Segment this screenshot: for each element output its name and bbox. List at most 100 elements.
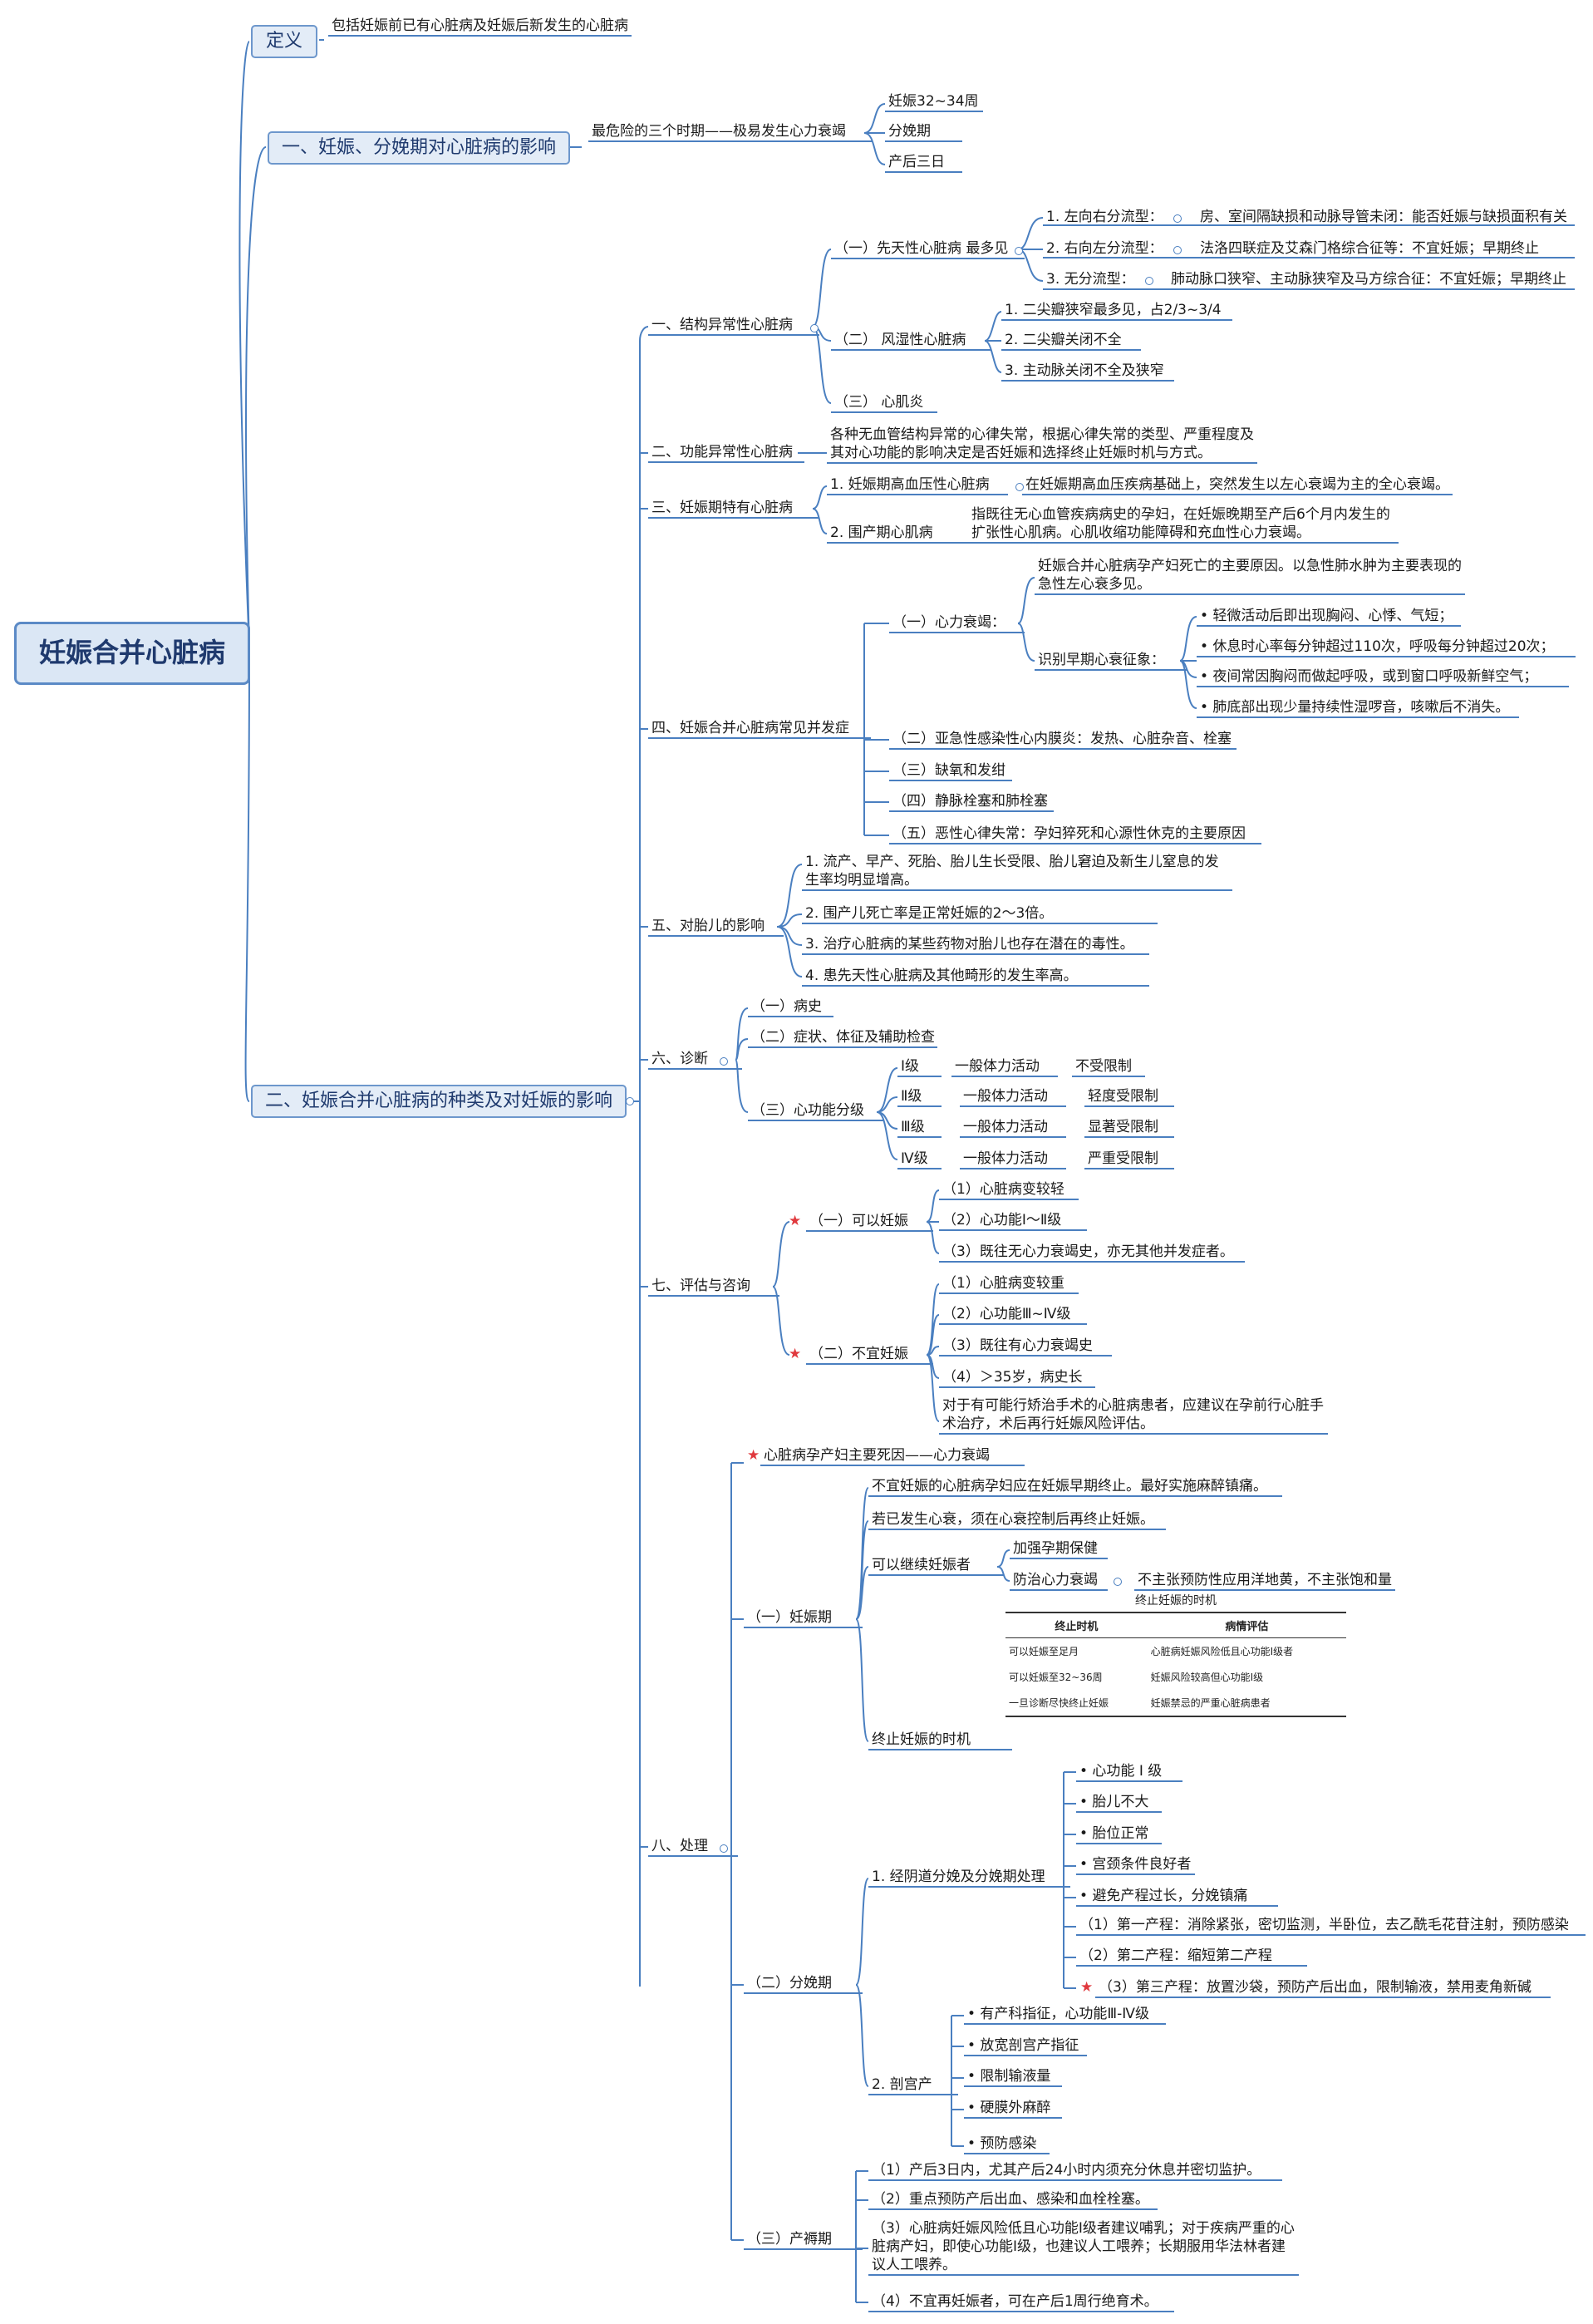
- collapse-toggle-icon[interactable]: [1015, 483, 1024, 491]
- grade-activity: 一般体力活动: [951, 1057, 1058, 1077]
- fetus-item: 3. 治疗心脏病的某些药物对胎儿也存在潜在的毒性。: [802, 935, 1149, 955]
- death-cause-text: 心脏病孕产妇主要死因——心力衰竭: [760, 1446, 1025, 1466]
- complication-item: （二）亚急性感染性心内膜炎：发热、心脏杂音、栓塞: [889, 730, 1237, 750]
- congenital-type: 2. 右向左分流型：: [1046, 240, 1163, 257]
- assessment-node[interactable]: 七、评估与咨询: [648, 1277, 779, 1297]
- postpartum-node[interactable]: （三）产褥期: [744, 2230, 863, 2250]
- can-item: （2）心功能Ⅰ～Ⅱ级: [939, 1211, 1087, 1231]
- can-pregnant-node[interactable]: （一）可以妊娠: [806, 1212, 933, 1232]
- vaginal-item: • 避免产程过长，分娩镇痛: [1076, 1887, 1278, 1907]
- fetus-item: 4. 患先天性心脏病及其他畸形的发生率高。: [802, 967, 1149, 987]
- cannot-pregnant-node[interactable]: （二）不宜妊娠: [806, 1345, 933, 1365]
- cesarean-item: • 有产科指征，心功能Ⅲ-Ⅳ级: [964, 2005, 1166, 2025]
- structural-node[interactable]: 一、结构异常性心脏病: [648, 316, 819, 336]
- collapse-toggle-icon[interactable]: [1114, 1578, 1122, 1586]
- specific-node[interactable]: 三、妊娠期特有心脏病: [648, 499, 819, 519]
- star-icon: ★: [789, 1346, 802, 1362]
- continue-pregnancy-node[interactable]: 可以继续妊娠者: [868, 1556, 1004, 1576]
- grade-activity: 一般体力活动: [960, 1150, 1066, 1169]
- can-item: （3）既往无心力衰竭史，亦无其他并发症者。: [939, 1243, 1245, 1263]
- divider: [1043, 257, 1575, 258]
- divider: [1043, 224, 1575, 226]
- root-node[interactable]: 妊娠合并心脏病: [14, 622, 250, 685]
- collapse-toggle-icon[interactable]: [1173, 246, 1182, 254]
- early-sign-item: • 夜间常因胸闷而做起呼吸，或到窗口呼吸新鲜空气；: [1197, 667, 1569, 687]
- hypertensive-node[interactable]: 1. 妊娠期高血压性心脏病: [827, 475, 1008, 495]
- cesarean-node[interactable]: 2. 剖宫产: [868, 2075, 958, 2095]
- grade-label: Ⅰ级: [897, 1057, 942, 1077]
- cesarean-item: • 硬膜外麻醉: [964, 2099, 1062, 2119]
- heart-failure-desc: 妊娠合并心脏病孕产妇死亡的主要原因。以急性肺水肿为主要表现的急性左心衰多见。: [1035, 557, 1465, 595]
- complications-node[interactable]: 四、妊娠合并心脏病常见并发症: [648, 719, 871, 739]
- star-icon: ★: [747, 1447, 760, 1464]
- collapse-toggle-icon[interactable]: [1015, 247, 1023, 255]
- table-row: 一旦诊断尽快终止妊娠 妊娠禁忌的严重心脏病患者: [1005, 1690, 1346, 1716]
- congenital-desc: 房、室间隔缺损和动脉导管未闭：能否妊娠与缺损面积有关: [1200, 209, 1567, 225]
- myocarditis-node[interactable]: （三） 心肌炎: [831, 393, 937, 413]
- complication-item: （三）缺氧和发绀: [889, 761, 1012, 781]
- period-item: 分娩期: [885, 122, 962, 142]
- pregnancy-period-node[interactable]: （一）妊娠期: [744, 1608, 863, 1628]
- termination-timing-node[interactable]: 终止妊娠的时机: [868, 1731, 1012, 1750]
- rheumatic-item: 2. 二尖瓣关闭不全: [1001, 331, 1141, 351]
- diagnosis-node[interactable]: 六、诊断: [648, 1050, 742, 1070]
- rheumatic-item: 1. 二尖瓣狭窄最多见，占2/3~3/4: [1001, 301, 1232, 321]
- section-1-risk: 最危险的三个时期——极易发生心力衰竭: [588, 122, 872, 142]
- collapse-toggle-icon[interactable]: [1145, 277, 1153, 285]
- grade-limit: 严重受限制: [1084, 1150, 1174, 1169]
- star-icon: ★: [789, 1213, 802, 1229]
- grading-node[interactable]: （三）心功能分级: [748, 1101, 883, 1121]
- collapse-toggle-icon[interactable]: [1173, 214, 1182, 223]
- collapse-toggle-icon[interactable]: [720, 1057, 728, 1066]
- heart-failure-node[interactable]: （一）心力衰竭：: [889, 613, 1025, 633]
- fetus-node[interactable]: 五、对胎儿的影响: [648, 917, 784, 937]
- vaginal-delivery-node[interactable]: 1. 经阴道分娩及分娩期处理: [868, 1868, 1070, 1888]
- pregnancy-item: 若已发生心衰，须在心衰控制后再终止妊娠。: [868, 1510, 1166, 1530]
- cannot-note: 对于有可能行矫治手术的心脏病患者，应建议在孕前行心脏手术治疗，术后再行妊娠风险评…: [939, 1396, 1328, 1435]
- labor-stage: （3）第三产程：放置沙袋，预防产后出血，限制输液，禁用麦角新碱: [1095, 1978, 1551, 1998]
- section-1-node[interactable]: 一、妊娠、分娩期对心脏病的影响: [268, 131, 570, 165]
- congenital-node[interactable]: （一）先天性心脏病 最多见: [831, 239, 1025, 259]
- continue-item: 加强孕期保健: [1010, 1539, 1108, 1559]
- collapse-toggle-icon[interactable]: [720, 1844, 728, 1853]
- definition-node[interactable]: 定义: [251, 25, 317, 58]
- grade-label: Ⅳ级: [897, 1150, 942, 1169]
- postpartum-item: （2）重点预防产后出血、感染和血栓栓塞。: [868, 2190, 1158, 2210]
- period-item: 产后三日: [885, 153, 962, 173]
- section-2-node[interactable]: 二、妊娠合并心脏病的种类及对妊娠的影响: [251, 1085, 627, 1118]
- functional-node[interactable]: 二、功能异常性心脏病: [648, 443, 804, 463]
- grade-label: Ⅲ级: [897, 1118, 942, 1138]
- collapse-toggle-icon[interactable]: [810, 324, 819, 332]
- termination-timing-table: 终止妊娠的时机 终止时机 病情评估 可以妊娠至足月 心脏病妊娠风险低且心功能Ⅰ级…: [1005, 1592, 1346, 1717]
- postpartum-item: （3）心脏病妊娠风险低且心功能Ⅰ级者建议哺乳；对于疾病严重的心脏病产妇，即使心功…: [868, 2219, 1299, 2276]
- cannot-item: （2）心功能Ⅲ~Ⅳ级: [939, 1305, 1087, 1325]
- peripartum-desc: 指既往无心血管疾病病史的孕妇，在妊娠晚期至产后6个月内发生的扩张性心肌病。心肌收…: [968, 505, 1399, 544]
- pregnancy-item: 不宜妊娠的心脏病孕妇应在妊娠早期终止。最好实施麻醉镇痛。: [868, 1477, 1282, 1497]
- vaginal-item: • 心功能 Ⅰ 级: [1076, 1762, 1182, 1782]
- early-signs-node[interactable]: 识别早期心衰征象：: [1035, 651, 1187, 671]
- complication-item: （五）恶性心律失常：孕妇猝死和心源性休克的主要原因: [889, 825, 1261, 844]
- can-item: （1）心脏病变较轻: [939, 1180, 1079, 1200]
- table-header: 病情评估: [1147, 1613, 1346, 1638]
- cannot-item: （1）心脏病变较重: [939, 1274, 1079, 1294]
- grade-limit: 显著受限制: [1084, 1118, 1174, 1138]
- labor-stage: （2）第二产程：缩短第二产程: [1076, 1947, 1307, 1967]
- divider: [1043, 288, 1575, 290]
- grade-activity: 一般体力活动: [960, 1087, 1066, 1107]
- definition-text: 包括妊娠前已有心脏病及妊娠后新发生的心脏病: [328, 17, 632, 37]
- treatment-node[interactable]: 八、处理: [648, 1837, 738, 1857]
- peripartum-node[interactable]: 2. 围产期心肌病: [827, 524, 971, 544]
- delivery-period-node[interactable]: （二）分娩期: [744, 1974, 863, 1994]
- collapse-toggle-icon[interactable]: [626, 1097, 634, 1105]
- fetus-item: 2. 围产儿死亡率是正常妊娠的2～3倍。: [802, 904, 1158, 924]
- star-icon: ★: [1080, 1979, 1094, 1996]
- congenital-type: 1. 左向右分流型：: [1046, 209, 1163, 225]
- rheumatic-node[interactable]: （二） 风湿性心脏病: [831, 331, 991, 351]
- table-cell: 可以妊娠至32~36周: [1009, 1672, 1103, 1683]
- period-item: 妊娠32~34周: [885, 92, 983, 112]
- cesarean-item: • 放宽剖宫产指征: [964, 2036, 1087, 2056]
- table-cell: 一旦诊断尽快终止妊娠: [1009, 1697, 1109, 1709]
- vaginal-item: • 宫颈条件良好者: [1076, 1855, 1195, 1875]
- postpartum-item: （4）不宜再妊娠者，可在产后1周行绝育术。: [868, 2292, 1174, 2312]
